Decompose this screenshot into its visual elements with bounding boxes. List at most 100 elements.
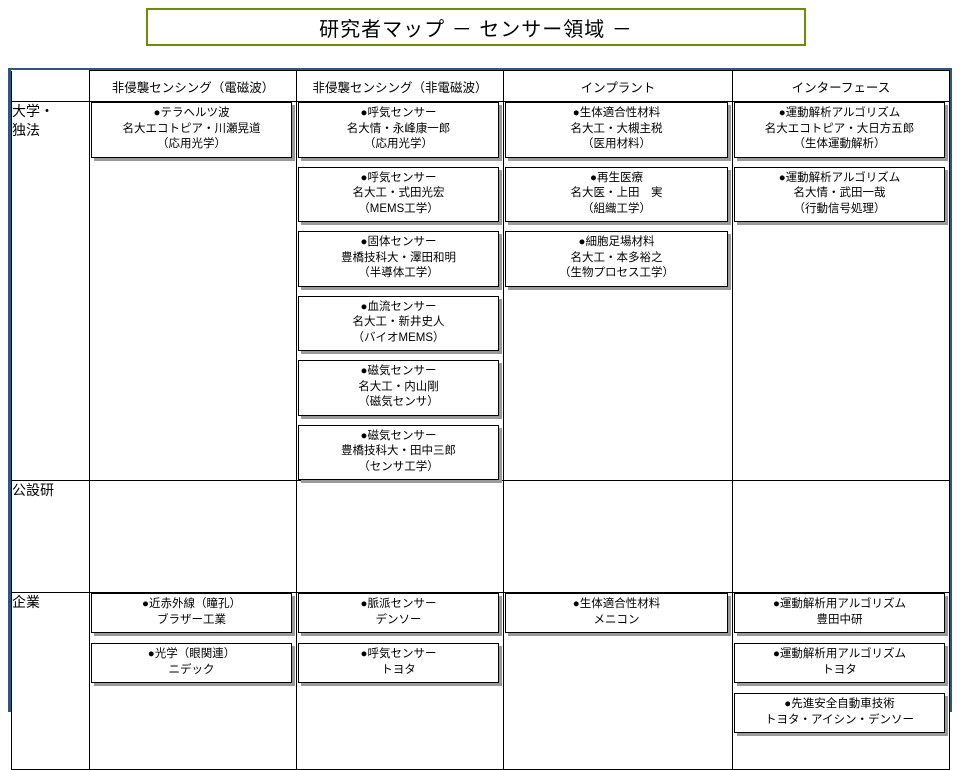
card-person: 豊田中研 — [816, 613, 863, 626]
card-person: 名大工・新井史人 — [352, 316, 445, 329]
researcher-card[interactable]: ●固体センサー豊橋技科大・澤田和明 （半導体工学） — [298, 231, 499, 287]
row-label-company: 企業 — [11, 592, 90, 770]
researcher-card[interactable]: ●磁気センサー名大工・内山剛 （磁気センサ） — [298, 360, 499, 416]
researcher-card[interactable]: ●生体適合性材料メニコン — [505, 593, 728, 634]
column-header-interface: インターフェース — [732, 70, 950, 102]
researcher-card[interactable]: ●運動解析アルゴリズム名大エコトピア・大日方五郎 （生体運動解析） — [734, 102, 945, 158]
card-person: デンソー — [375, 613, 422, 626]
researcher-card[interactable]: ●光学（眼関連） ニデック — [91, 643, 292, 684]
page-title: 研究者マップ － センサー領域 － — [319, 18, 633, 41]
researcher-map-page: 研究者マップ － センサー領域 － 非侵襲センシング（電磁波） 非侵襲センシング… — [8, 8, 952, 770]
card-field: （生体運動解析） — [793, 138, 886, 151]
card-topic: ●固体センサー — [360, 236, 437, 249]
page-title-box: 研究者マップ － センサー領域 － — [146, 8, 806, 46]
researcher-card[interactable]: ●呼気センサートヨタ — [298, 643, 499, 684]
card-field: （応用光学） — [157, 138, 226, 151]
card-person: ブラザー工業 — [157, 613, 226, 626]
card-topic: ●運動解析アルゴリズム — [778, 171, 901, 184]
card-person: 名大情・武田一哉 — [793, 187, 886, 200]
column-header-noninvasive-nonem: 非侵襲センシング（非電磁波） — [296, 70, 504, 102]
card-field: （MEMS工学） — [358, 202, 439, 215]
card-person: トヨタ — [822, 663, 857, 676]
matrix-table: 非侵襲センシング（電磁波） 非侵襲センシング（非電磁波） インプラント インター… — [11, 70, 950, 770]
researcher-card[interactable]: ●再生医療名大医・上田 実 （組織工学） — [505, 166, 728, 223]
researcher-card[interactable]: ●近赤外線（瞳孔）ブラザー工業 — [91, 593, 292, 634]
card-topic: ●運動解析アルゴリズム — [778, 107, 901, 119]
card-person: トヨタ・アイシン・デンソー — [765, 713, 914, 726]
card-field: （行動信号処理） — [793, 202, 886, 215]
card-person: ニデック — [168, 663, 215, 676]
matrix-row-university: 大学・ 独法●テラヘルツ波名大エコトピア・川瀬晃道（応用光学）●呼気センサー名大… — [11, 100, 950, 482]
researcher-card[interactable]: ●細胞足場材料名大工・本多裕之 （生物プロセス工学） — [505, 231, 728, 287]
column-header-noninvasive-em: 非侵襲センシング（電磁波） — [89, 70, 297, 102]
card-topic: ●運動解析用アルゴリズム — [772, 598, 907, 611]
card-topic: ●運動解析用アルゴリズム — [772, 648, 907, 661]
card-person: 名大エコトピア・川瀬晃道 — [122, 122, 261, 135]
cell-company-noninvasive-em: ●近赤外線（瞳孔）ブラザー工業 ●光学（眼関連） ニデック — [89, 592, 297, 770]
researcher-card[interactable]: ●運動解析用アルゴリズムトヨタ — [734, 643, 945, 684]
card-field: （生物プロセス工学） — [559, 267, 674, 280]
card-topic: ●磁気センサー — [360, 365, 437, 378]
researcher-card[interactable]: ●運動解析アルゴリズム名大情・武田一哉 （行動信号処理） — [734, 166, 945, 223]
cell-company-interface: ●運動解析用アルゴリズム豊田中研●運動解析用アルゴリズムトヨタ●先進安全自動車技… — [732, 592, 950, 770]
cell-university-noninvasive-nonem: ●呼気センサー名大情・永峰康一郎（応用光学）●呼気センサー名大工・式田光宏（ME… — [296, 100, 504, 482]
card-topic: ●脈派センサー — [360, 598, 437, 611]
card-field: （半導体工学） — [358, 267, 439, 280]
card-person: メニコン — [593, 613, 640, 626]
card-person: 豊橋技科大・田中三郎 — [341, 445, 456, 458]
card-field: （センサ工学） — [358, 460, 439, 473]
row-label-public-institute: 公設研 — [11, 480, 90, 594]
matrix-header-row: 非侵襲センシング（電磁波） 非侵襲センシング（非電磁波） インプラント インター… — [11, 70, 950, 102]
researcher-card[interactable]: ●テラヘルツ波名大エコトピア・川瀬晃道 （応用光学） — [91, 102, 292, 158]
card-topic: ●細胞足場材料 — [578, 236, 655, 249]
cell-company-implant: ●生体適合性材料メニコン — [503, 592, 733, 770]
column-header-implant: インプラント — [503, 70, 733, 102]
card-person: 名大エコトピア・大日方五郎 — [764, 122, 915, 135]
cell-university-implant: ●生体適合性材料名大工・大槻主税 （医用材料） ●再生医療名大医・上田 実 （組織工学… — [503, 100, 733, 482]
researcher-card[interactable]: ●血流センサー名大工・新井史人 （バイオMEMS） — [298, 295, 499, 352]
card-field: （医用材料） — [582, 138, 651, 151]
card-person: 名大工・式田光宏 — [352, 187, 445, 200]
researcher-card[interactable]: ●運動解析用アルゴリズム豊田中研 — [734, 593, 945, 634]
card-field: （磁気センサ） — [358, 396, 439, 409]
researcher-card[interactable]: ●呼気センサー名大工・式田光宏 （MEMS工学） — [298, 166, 499, 223]
row-label-university: 大学・ 独法 — [11, 100, 90, 482]
researcher-card[interactable]: ●呼気センサー名大情・永峰康一郎 （応用光学） — [298, 102, 499, 158]
card-topic: ●生体適合性材料 — [572, 598, 661, 611]
card-person: 名大工・本多裕之 — [570, 251, 663, 264]
card-person: 名大情・永峰康一郎 — [346, 122, 451, 135]
card-topic: ●呼気センサー — [360, 107, 437, 119]
card-field: （組織工学） — [582, 202, 651, 215]
matrix-body: 大学・ 独法●テラヘルツ波名大エコトピア・川瀬晃道（応用光学）●呼気センサー名大… — [11, 100, 950, 770]
card-person: トヨタ — [381, 663, 416, 676]
card-topic: ●テラヘルツ波 — [153, 107, 230, 119]
card-field: （応用光学） — [364, 138, 433, 151]
card-topic: ●呼気センサー — [360, 648, 437, 661]
cell-public-institute-noninvasive-nonem — [296, 480, 504, 594]
card-topic: ●磁気センサー — [360, 429, 437, 442]
card-person: 豊橋技科大・澤田和明 — [341, 251, 456, 264]
card-person: 名大工・内山剛 — [358, 380, 439, 393]
card-person: 名大医・上田 実 — [570, 187, 663, 200]
card-topic: ●光学（眼関連） — [147, 648, 236, 661]
card-person: 名大工・大槻主税 — [570, 122, 663, 135]
cell-public-institute-interface — [732, 480, 950, 594]
card-topic: ●再生医療 — [590, 171, 643, 184]
matrix-row-company: 企業●近赤外線（瞳孔）ブラザー工業 ●光学（眼関連） ニデック ●脈派センサーデンソー… — [11, 592, 950, 770]
matrix-corner-cell — [11, 70, 90, 102]
researcher-card[interactable]: ●磁気センサー豊橋技科大・田中三郎 （センサ工学） — [298, 424, 499, 481]
card-topic: ●先進安全自動車技術 — [784, 698, 895, 711]
cell-company-noninvasive-nonem: ●脈派センサーデンソー ●呼気センサートヨタ — [296, 592, 504, 770]
matrix-row-public-institute: 公設研 — [11, 480, 950, 594]
card-topic: ●生体適合性材料 — [572, 107, 661, 119]
cell-university-noninvasive-em: ●テラヘルツ波名大エコトピア・川瀬晃道 （応用光学） — [89, 100, 297, 482]
card-topic: ●呼気センサー — [360, 171, 437, 184]
card-field: （バイオMEMS） — [352, 331, 445, 344]
researcher-matrix: 非侵襲センシング（電磁波） 非侵襲センシング（非電磁波） インプラント インター… — [8, 68, 952, 770]
card-topic: ●血流センサー — [360, 300, 437, 313]
researcher-card[interactable]: ●生体適合性材料名大工・大槻主税 （医用材料） — [505, 102, 728, 158]
researcher-card[interactable]: ●脈派センサーデンソー — [298, 593, 499, 634]
researcher-card[interactable]: ●先進安全自動車技術トヨタ・アイシン・デンソー — [734, 693, 945, 734]
cell-public-institute-noninvasive-em — [89, 480, 297, 594]
cell-public-institute-implant — [503, 480, 733, 594]
